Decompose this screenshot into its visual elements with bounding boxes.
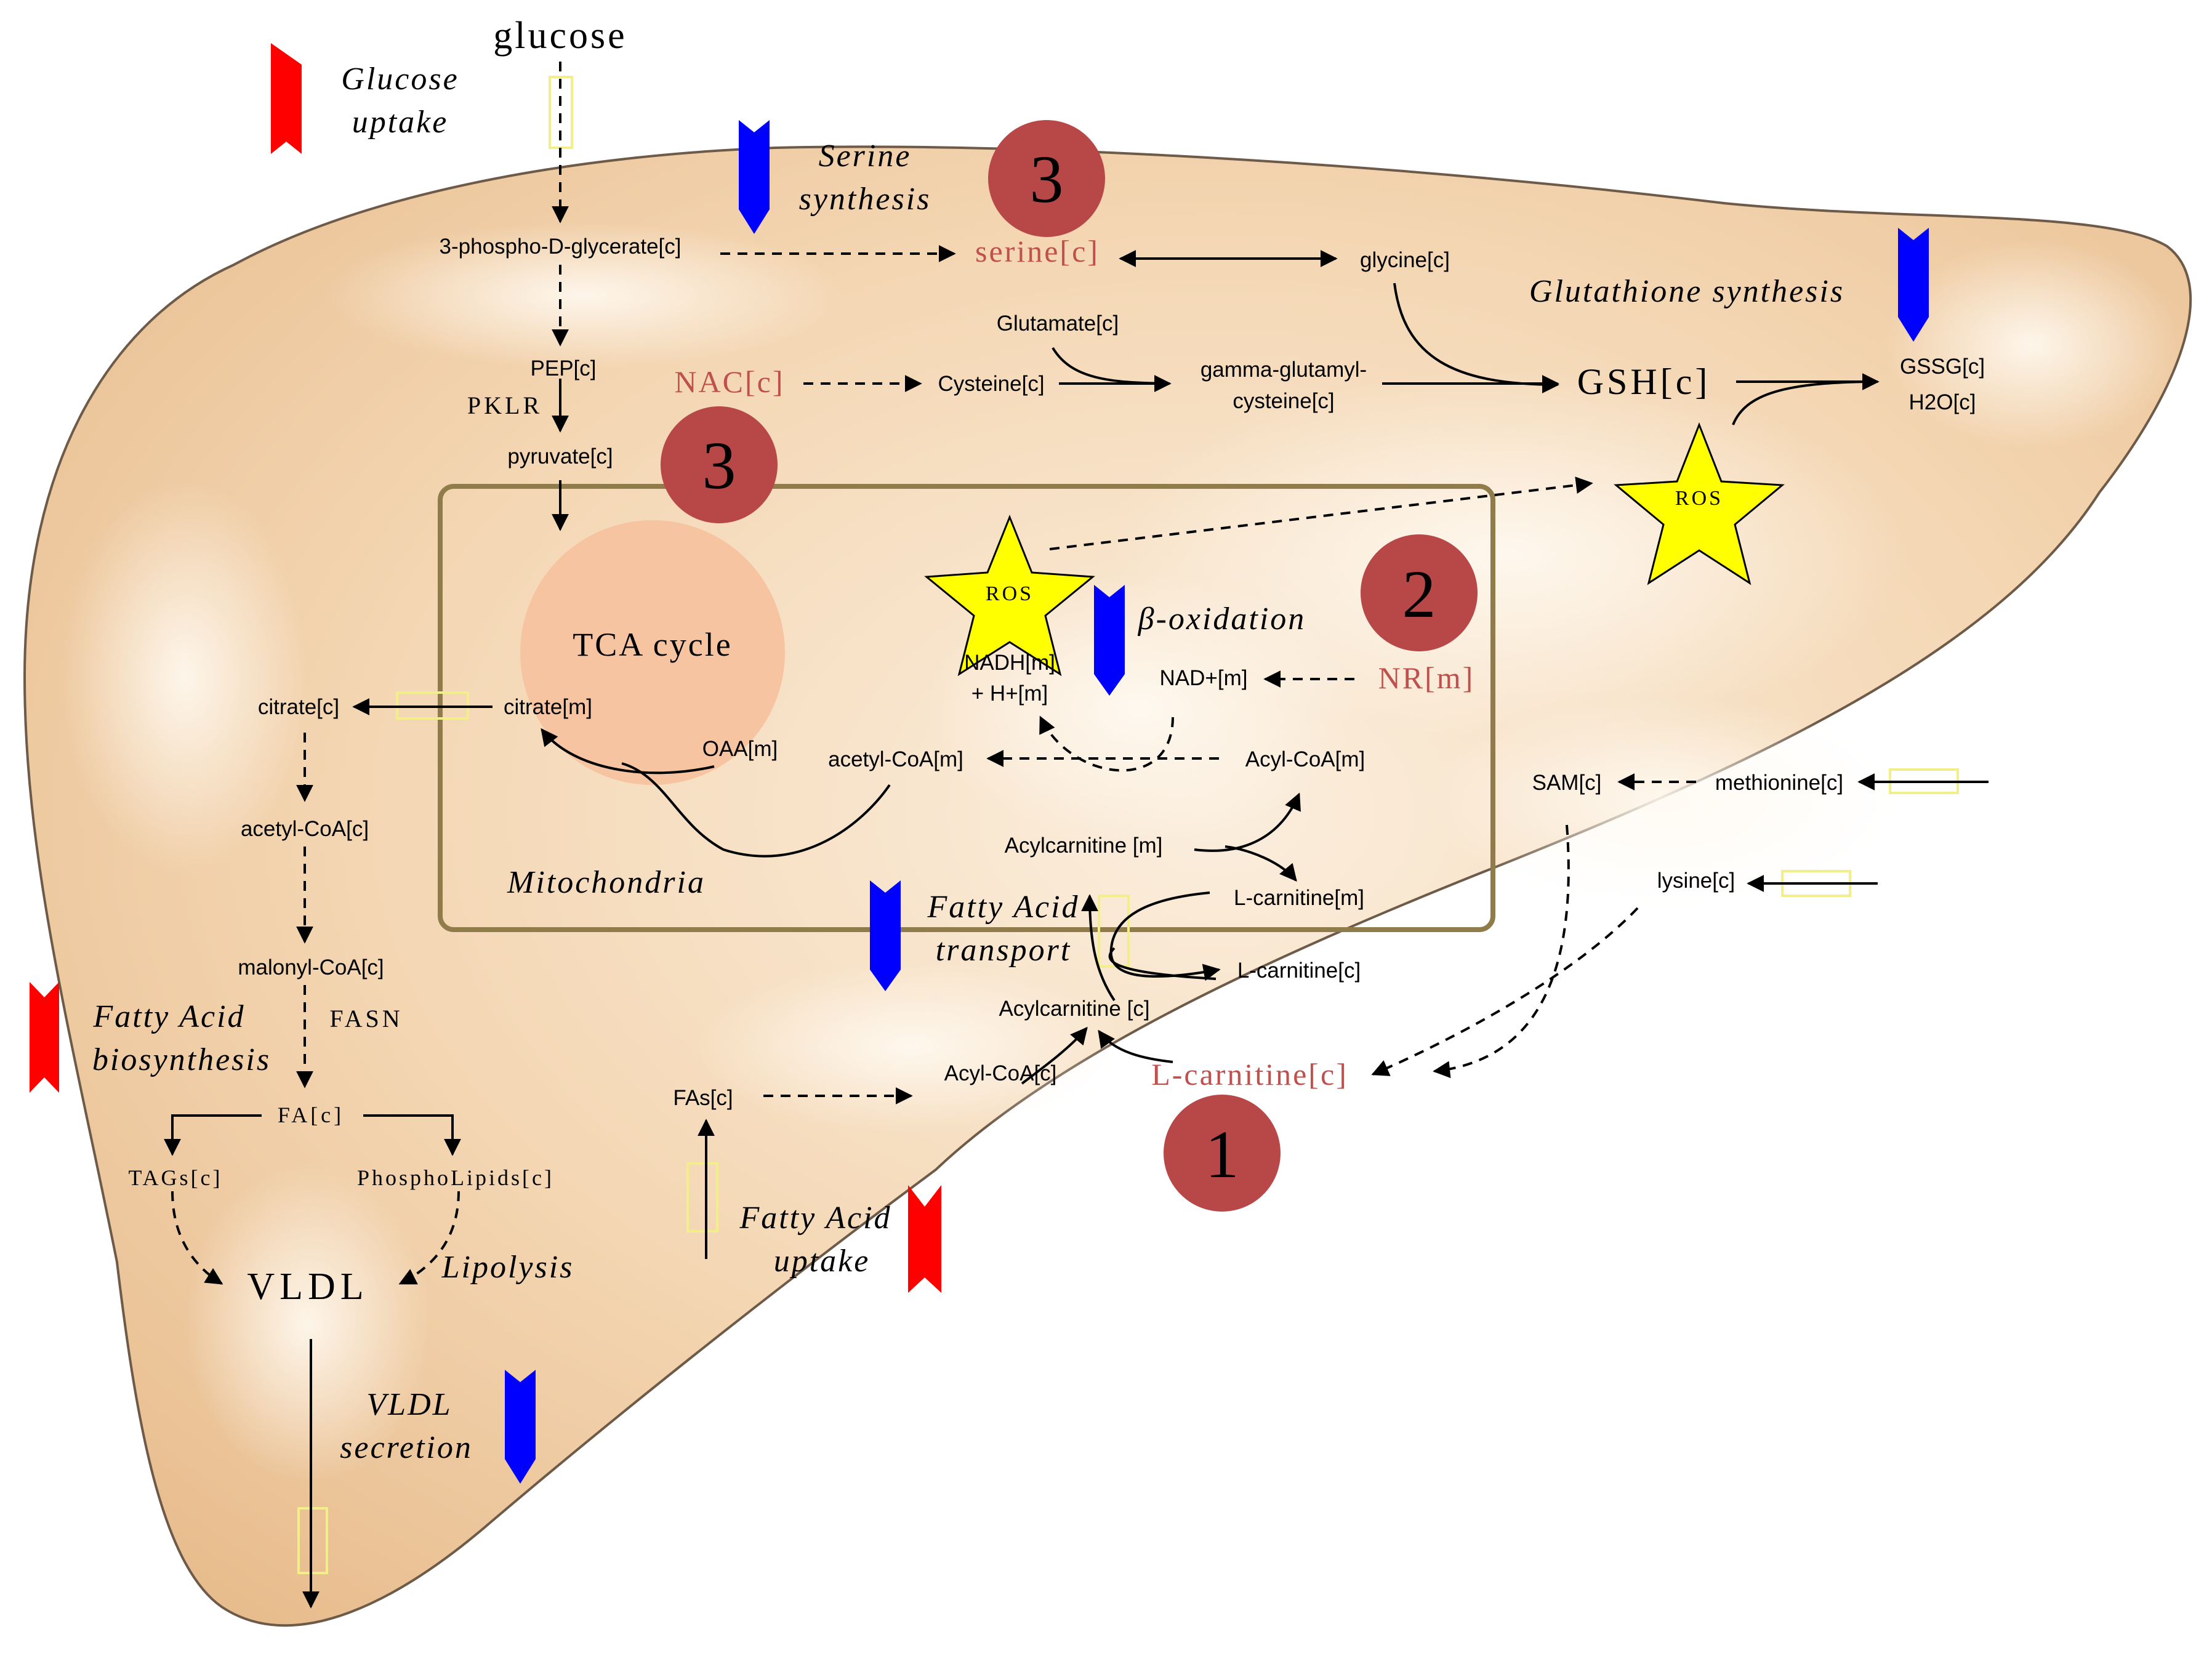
l-carnitine-m-label: L-carnitine[m] xyxy=(1234,886,1364,910)
fatty-acid-transport-label-2: transport xyxy=(936,933,1072,968)
vldl-label: VLDL xyxy=(247,1266,368,1308)
badge-circle-2 xyxy=(1361,534,1478,651)
h-plus-label: + H+[m] xyxy=(971,682,1048,706)
oaa-label: OAA[m] xyxy=(702,737,778,761)
citrate-m-label: citrate[m] xyxy=(504,695,592,719)
serine-synthesis-down-arrow-icon xyxy=(739,120,770,234)
l-carnitine-c-label: L-carnitine[c] xyxy=(1151,1057,1348,1092)
pep-label: PEP[c] xyxy=(531,356,597,380)
beta-oxidation-label: β-oxidation xyxy=(1138,601,1306,637)
serine-synthesis-label-2: synthesis xyxy=(799,182,931,217)
ros-star-cytosol-icon xyxy=(1614,422,1785,585)
tca-cycle-circle xyxy=(520,520,785,785)
fatty-acid-uptake-label-2: uptake xyxy=(774,1244,871,1279)
acylcarnitine-m-label: Acylcarnitine [m] xyxy=(1005,834,1163,858)
regulation-arrows xyxy=(30,43,1929,1484)
acyl-coa-c-label: Acyl-CoA[c] xyxy=(944,1061,1057,1085)
fatty-acid-uptake-label-1: Fatty Acid xyxy=(739,1201,891,1236)
serine-label: serine[c] xyxy=(975,234,1100,268)
fasn-label: FASN xyxy=(329,1005,403,1032)
fatty-acid-transport-down-arrow-icon xyxy=(870,880,901,991)
acetyl-coa-c-label: acetyl-CoA[c] xyxy=(241,817,369,841)
glucose-uptake-label-1: Glucose xyxy=(341,62,459,97)
acyl-coa-m-label: Acyl-CoA[m] xyxy=(1245,747,1365,771)
methionine-label: methionine[c] xyxy=(1715,771,1843,795)
acetyl-coa-m-label: acetyl-CoA[m] xyxy=(828,747,963,771)
nr-label: NR[m] xyxy=(1378,661,1475,695)
acylcarnitine-c-label: Acylcarnitine [c] xyxy=(999,997,1149,1021)
tca-cycle-label: TCA cycle xyxy=(573,626,732,663)
3pg-label: 3-phospho-D-glycerate[c] xyxy=(440,235,682,259)
nad-label: NAD+[m] xyxy=(1160,666,1248,690)
ros-star-mitochondria-icon xyxy=(924,514,1095,677)
reaction-arrows xyxy=(164,62,1989,1609)
badge-1-label: 1 xyxy=(1205,1117,1239,1192)
badge-3-top-label: 3 xyxy=(1030,142,1064,217)
fa-label: FA[c] xyxy=(278,1103,344,1127)
badge-2-label: 2 xyxy=(1402,557,1436,632)
vldl-secretion-label-2: secretion xyxy=(340,1430,473,1465)
ros-cyto-label: ROS xyxy=(1675,487,1723,510)
liver-lobule-highlights xyxy=(62,222,2179,1484)
h2o-label: H2O[c] xyxy=(1909,390,1976,414)
sam-label: SAM[c] xyxy=(1532,771,1602,795)
fas-label: FAs[c] xyxy=(673,1086,733,1110)
vldl-secretion-down-arrow-icon xyxy=(505,1370,536,1484)
citrate-c-label: citrate[c] xyxy=(258,695,339,719)
fatty-acid-biosynthesis-label-2: biosynthesis xyxy=(92,1042,271,1077)
numbered-badges xyxy=(661,120,1478,1212)
fatty-acid-uptake-up-arrow-icon xyxy=(908,1185,941,1293)
fatty-acid-transport-label-1: Fatty Acid xyxy=(927,890,1079,925)
fatty-acid-biosynthesis-up-arrow-icon xyxy=(30,982,59,1093)
badge-circle-1 xyxy=(1164,1095,1281,1212)
tags-label: TAGs[c] xyxy=(128,1165,222,1190)
serine-synthesis-label-1: Serine xyxy=(819,139,912,174)
cysteine-label: Cysteine[c] xyxy=(938,372,1044,396)
vldl-secretion-label-1: VLDL xyxy=(366,1387,452,1422)
glucose-uptake-label-2: uptake xyxy=(352,105,449,140)
badge-3-mid-label: 3 xyxy=(702,428,736,503)
glycine-label: glycine[c] xyxy=(1360,248,1450,272)
gamma-glutamyl-label-2: cysteine[c] xyxy=(1233,389,1334,413)
badge-circle-3-mid xyxy=(661,406,778,523)
nac-label: NAC[c] xyxy=(674,364,784,399)
l-carnitine-c-small-label: L-carnitine[c] xyxy=(1237,959,1361,983)
phospholipids-label: PhosphoLipids[c] xyxy=(357,1165,554,1190)
beta-oxidation-down-arrow-icon xyxy=(1094,585,1125,696)
gamma-glutamyl-label-1: gamma-glutamyl- xyxy=(1201,358,1367,382)
gssg-label: GSSG[c] xyxy=(1900,355,1985,379)
pklr-label: PKLR xyxy=(467,392,542,419)
glucose-uptake-up-arrow-icon xyxy=(271,43,302,154)
lysine-label: lysine[c] xyxy=(1657,869,1735,893)
mitochondria-label: Mitochondria xyxy=(507,865,706,900)
ros-mito-label: ROS xyxy=(986,582,1034,605)
pyruvate-label: pyruvate[c] xyxy=(507,444,613,469)
glutathione-synthesis-down-arrow-icon xyxy=(1898,228,1929,342)
glutathione-synthesis-label: Glutathione synthesis xyxy=(1529,274,1844,309)
lipolysis-label: Lipolysis xyxy=(441,1250,574,1285)
gsh-label: GSH[c] xyxy=(1577,361,1711,402)
glutamate-label: Glutamate[c] xyxy=(997,312,1119,336)
malonyl-coa-label: malonyl-CoA[c] xyxy=(238,955,384,979)
badge-circle-3-top xyxy=(988,120,1105,237)
nadh-label: NADH[m] xyxy=(964,651,1055,675)
glucose-label: glucose xyxy=(493,15,627,57)
fatty-acid-biosynthesis-label-1: Fatty Acid xyxy=(92,999,245,1034)
